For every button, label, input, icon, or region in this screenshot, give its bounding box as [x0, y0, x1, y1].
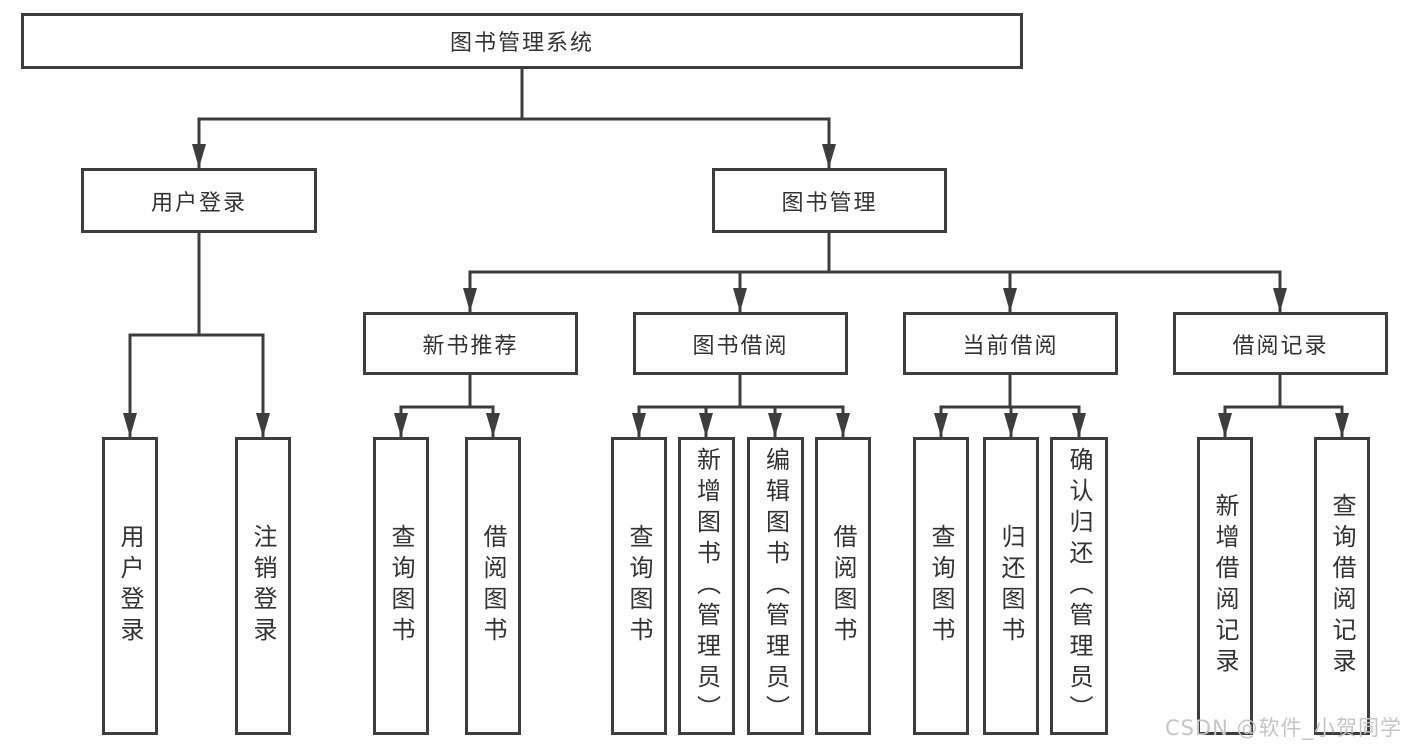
node-label: 新书推荐: [422, 333, 519, 359]
node-borrowing-records: 借阅记录: [1173, 312, 1388, 375]
node-leaf-user-login: 用户登录: [102, 437, 158, 735]
node-label: 查询图书: [625, 524, 653, 648]
connector-borrow-records-to-leaves: [1218, 373, 1349, 438]
node-current-borrowing: 当前借阅: [903, 312, 1118, 375]
node-label: 借阅图书: [479, 524, 507, 648]
node-leaf-current-return-books: 归还图书: [983, 437, 1039, 735]
node-leaf-newbooks-query-books: 查询图书: [373, 437, 429, 735]
node-user-login: 用户登录: [81, 168, 317, 233]
connector-root-to-level2: [192, 67, 836, 169]
connector-book-mgmt-to-level3: [463, 231, 1287, 313]
node-label: 当前借阅: [962, 333, 1059, 359]
connector-book-borrow-to-leaves: [632, 373, 850, 438]
node-label: 借阅图书: [829, 524, 857, 648]
node-leaf-borrow-borrow-books: 借阅图书: [815, 437, 871, 735]
node-label: 用户登录: [150, 190, 247, 216]
node-leaf-current-confirm-return-admin: 确认归还（管理员）: [1050, 437, 1108, 735]
node-label: 新增借阅记录: [1211, 493, 1239, 679]
node-leaf-current-query-books: 查询图书: [913, 437, 969, 735]
node-label: 查询借阅记录: [1328, 493, 1356, 679]
node-leaf-records-query-record: 查询借阅记录: [1314, 437, 1370, 735]
connector-new-books-to-leaves: [394, 373, 500, 438]
node-label: 归还图书: [997, 524, 1025, 648]
connector-current-borrow-to-leaves: [934, 373, 1086, 438]
node-label: 借阅记录: [1232, 333, 1329, 359]
node-leaf-logout: 注销登录: [235, 437, 291, 735]
node-label: 注销登录: [249, 524, 277, 648]
csdn-watermark: CSDN @软件_小贺同学: [1164, 716, 1402, 740]
node-label: 查询图书: [927, 524, 955, 648]
node-label: 新增图书（管理员）: [692, 446, 721, 726]
node-label: 编辑图书（管理员）: [761, 446, 790, 726]
node-label: 图书管理: [781, 190, 878, 216]
node-leaf-newbooks-borrow-books: 借阅图书: [465, 437, 521, 735]
node-leaf-borrow-add-books-admin: 新增图书（管理员）: [678, 437, 735, 735]
node-label: 确认归还（管理员）: [1065, 446, 1093, 726]
node-leaf-borrow-query-books: 查询图书: [611, 437, 667, 735]
node-book-management: 图书管理: [712, 168, 947, 233]
node-book-borrowing: 图书借阅: [633, 312, 848, 375]
node-label: 图书管理系统: [449, 31, 594, 56]
node-new-book-recommendation: 新书推荐: [363, 312, 578, 375]
node-leaf-borrow-edit-books-admin: 编辑图书（管理员）: [747, 437, 804, 735]
node-label: 查询图书: [387, 524, 415, 648]
node-label: 图书借阅: [692, 333, 789, 359]
connector-user-login-to-leaves: [123, 231, 270, 438]
node-leaf-records-add-record: 新增借阅记录: [1197, 437, 1253, 735]
node-label: 用户登录: [116, 524, 144, 648]
node-root-system: 图书管理系统: [21, 13, 1023, 69]
